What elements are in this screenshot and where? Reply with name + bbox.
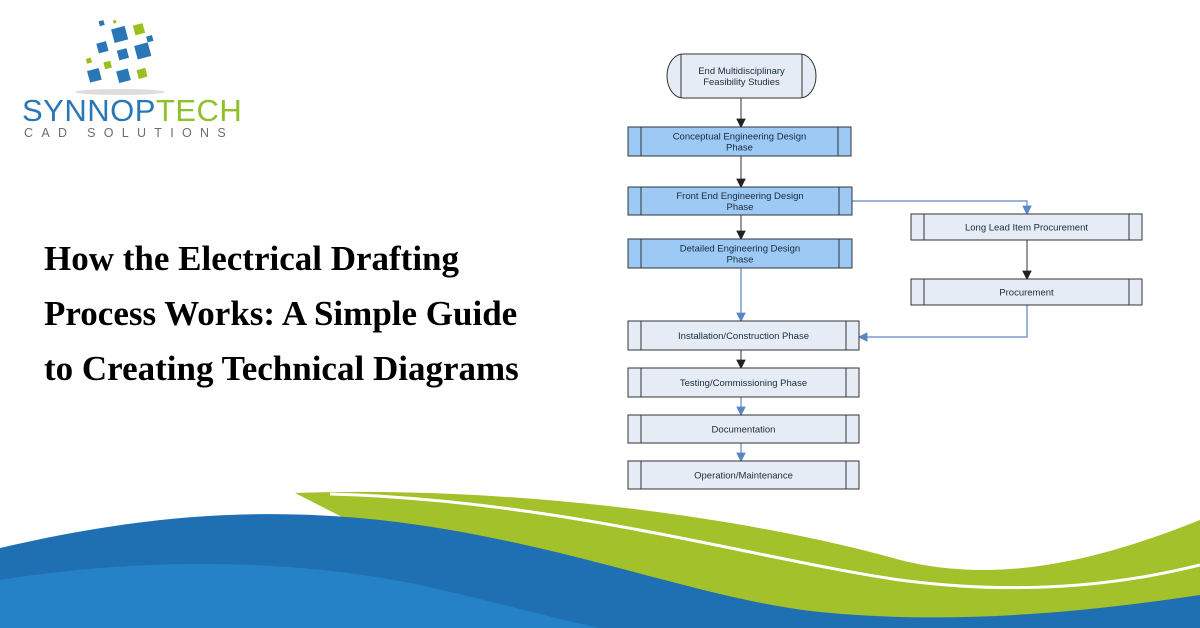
synnoptech-logo: SYNNOPTECH CAD SOLUTIONS <box>0 0 242 150</box>
flow-node-label: Conceptual Engineering Design <box>673 132 807 143</box>
flow-node-label: Procurement <box>999 288 1054 299</box>
flow-node-testing: Testing/Commissioning Phase <box>627 367 860 398</box>
flow-node-label: Operation/Maintenance <box>694 471 793 482</box>
flow-node-label: End Multidisciplinary <box>698 66 785 77</box>
flow-node-label: Detailed Engineering Design <box>680 244 800 255</box>
flow-node-installation: Installation/Construction Phase <box>627 320 860 351</box>
flow-node-label: Phase <box>727 255 754 266</box>
flow-node-label: Testing/Commissioning Phase <box>680 378 807 389</box>
flow-node-label: Phase <box>727 202 754 213</box>
flow-node-label: Installation/Construction Phase <box>678 331 809 342</box>
logo-mark-icon <box>75 19 165 95</box>
flow-node-label: Phase <box>726 143 753 154</box>
white-wave-line <box>329 492 1200 590</box>
logo-wordmark: SYNNOPTECH <box>22 93 242 129</box>
flow-node-operation: Operation/Maintenance <box>627 460 860 490</box>
logo-tagline: CAD SOLUTIONS <box>24 126 234 140</box>
flow-node-procurement: Procurement <box>910 278 1143 306</box>
page-title: How the Electrical Drafting Process Work… <box>44 239 519 388</box>
connector-arrow <box>852 200 1032 216</box>
logo-name-part2: TECH <box>155 93 243 128</box>
flow-node-label: Front End Engineering Design <box>676 191 803 202</box>
logo-name-part1: SYNNOP <box>22 93 156 128</box>
flow-node-label: Feasibility Studies <box>703 77 780 88</box>
flow-node-label: Long Lead Item Procurement <box>965 223 1088 234</box>
light-blue-wave <box>0 563 600 628</box>
flow-node-longlead: Long Lead Item Procurement <box>910 213 1143 241</box>
flow-node-label: Documentation <box>712 425 776 436</box>
connector-arrow <box>857 305 1028 342</box>
flow-node-documentation: Documentation <box>627 414 860 444</box>
